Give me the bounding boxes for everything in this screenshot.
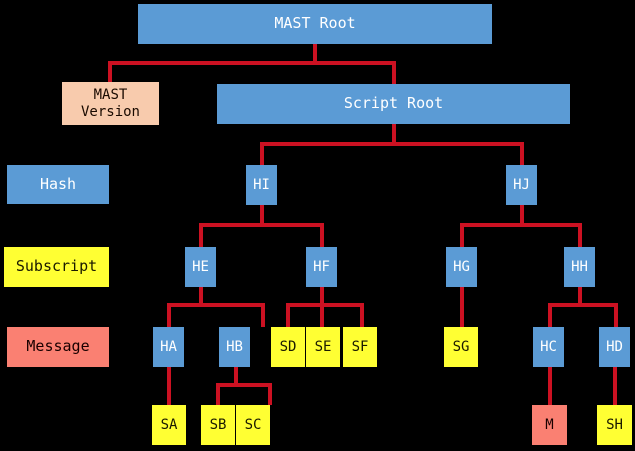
- node-sh[interactable]: SH: [597, 405, 632, 445]
- node-script-root[interactable]: Script Root: [217, 84, 570, 124]
- node-hi[interactable]: HI: [246, 165, 277, 205]
- edge-hi-drop: [260, 142, 264, 166]
- edge-hg-sg: [460, 287, 464, 327]
- edge-hh-bar: [548, 303, 618, 307]
- legend-label-hash: Hash: [39, 174, 77, 193]
- node-label-hc: HC: [540, 338, 557, 355]
- edge-hd-drop: [614, 303, 618, 327]
- node-label-sb: SB: [209, 416, 227, 433]
- node-label-sa: SA: [160, 416, 178, 433]
- edge-mast-root-stem: [313, 43, 317, 65]
- node-hb[interactable]: HB: [219, 327, 250, 367]
- node-label-hh: HH: [571, 258, 588, 275]
- edge-hg-drop: [460, 223, 464, 247]
- edge-hf-drop: [320, 223, 324, 247]
- node-sc[interactable]: SC: [236, 405, 270, 445]
- edge-hc-m: [548, 367, 552, 405]
- node-label-hf: HF: [313, 258, 330, 275]
- edge-mast-version-drop: [108, 61, 112, 84]
- node-label-sg: SG: [452, 338, 470, 355]
- edge-sb-drop: [216, 383, 220, 405]
- node-sf[interactable]: SF: [343, 327, 377, 367]
- node-label-he: HE: [192, 258, 209, 275]
- node-sd[interactable]: SD: [271, 327, 305, 367]
- node-se[interactable]: SE: [306, 327, 340, 367]
- legend-label-subscript: Subscript: [15, 257, 98, 276]
- legend-item-message: Message: [7, 327, 109, 367]
- edge-hf-bar: [286, 303, 364, 307]
- node-mast-root[interactable]: MAST Root: [138, 4, 492, 44]
- node-hc[interactable]: HC: [533, 327, 564, 367]
- edge-mast-root-bar: [108, 61, 396, 65]
- edge-hb-drop: [261, 303, 265, 327]
- node-label-sh: SH: [606, 416, 623, 433]
- legend-item-hash: Hash: [7, 165, 109, 204]
- legend-label-message: Message: [26, 337, 90, 356]
- node-he[interactable]: HE: [185, 247, 216, 287]
- edge-sd-drop: [286, 303, 290, 327]
- edge-he-stem: [199, 287, 203, 307]
- node-label-mast-root: MAST Root: [274, 14, 356, 33]
- node-sa[interactable]: SA: [152, 405, 186, 445]
- node-label-hj: HJ: [513, 176, 530, 193]
- node-label-sf: SF: [351, 338, 369, 355]
- edge-he-drop: [199, 223, 203, 247]
- node-ha[interactable]: HA: [153, 327, 184, 367]
- node-label-hb: HB: [226, 338, 243, 355]
- node-label-m: M: [545, 416, 554, 433]
- edge-hb-stem: [234, 367, 238, 387]
- node-sb[interactable]: SB: [201, 405, 235, 445]
- node-sg[interactable]: SG: [444, 327, 478, 367]
- node-label-hi: HI: [253, 176, 270, 193]
- edge-hf-stem: [320, 287, 324, 327]
- edge-ha-drop: [167, 303, 171, 327]
- edge-hj-bar: [460, 223, 582, 227]
- node-hd[interactable]: HD: [599, 327, 630, 367]
- node-label-sd: SD: [279, 338, 297, 355]
- node-hj[interactable]: HJ: [506, 165, 537, 205]
- edge-he-bar: [167, 303, 265, 307]
- node-label-sc: SC: [244, 416, 262, 433]
- node-hh[interactable]: HH: [564, 247, 595, 287]
- edge-hb-bar: [216, 383, 272, 387]
- node-label-hg: HG: [453, 258, 470, 275]
- node-label-ha: HA: [160, 338, 177, 355]
- edge-ha-sa: [167, 367, 171, 405]
- edge-script-root-stem: [392, 124, 396, 146]
- node-mast-version[interactable]: MAST Version: [62, 82, 159, 125]
- node-label-script-root: Script Root: [343, 94, 444, 113]
- node-hf[interactable]: HF: [306, 247, 337, 287]
- edge-hc-drop: [548, 303, 552, 327]
- node-label-se: SE: [314, 338, 332, 355]
- node-label-mast-version: MAST Version: [80, 87, 140, 120]
- edge-sf-drop: [360, 303, 364, 327]
- edge-hj-stem: [520, 205, 524, 227]
- edge-hd-sh: [613, 367, 617, 405]
- edge-hh-drop: [578, 223, 582, 247]
- edge-script-root-bar: [260, 142, 524, 146]
- node-m[interactable]: M: [532, 405, 567, 445]
- node-label-hd: HD: [606, 338, 623, 355]
- edge-sc-drop: [268, 383, 272, 405]
- legend-item-subscript: Subscript: [4, 247, 109, 287]
- edge-script-root-drop: [392, 61, 396, 84]
- edge-hi-stem: [260, 205, 264, 227]
- node-hg[interactable]: HG: [446, 247, 477, 287]
- edge-hh-stem: [578, 287, 582, 307]
- edge-hi-bar: [199, 223, 324, 227]
- edge-hj-drop: [520, 142, 524, 166]
